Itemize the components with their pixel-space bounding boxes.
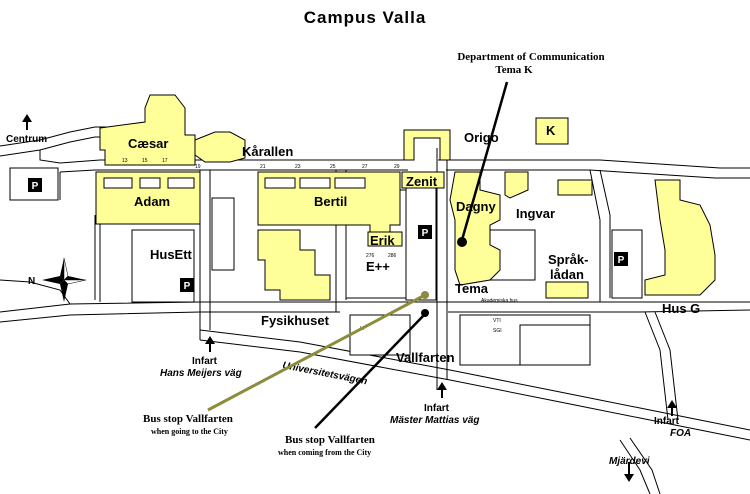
label-master-mattias: Mäster Mattias väg — [390, 415, 479, 426]
label-centrum: Centrum — [6, 134, 47, 145]
label-adam: Adam — [134, 194, 170, 209]
buildings — [95, 94, 716, 301]
label-erik: Erik — [370, 233, 395, 248]
label-fysikhuset: Fysikhuset — [261, 313, 330, 328]
parking-label-4: P — [618, 255, 625, 266]
num-15: 15 — [142, 158, 148, 164]
label-zenit: Zenit — [406, 174, 438, 189]
parking-markers: P P P P — [28, 178, 628, 292]
label-eplusplus: E++ — [366, 259, 390, 274]
label-ingvar: Ingvar — [516, 206, 555, 221]
num-23: 23 — [295, 164, 301, 170]
building-east-1 — [557, 179, 593, 196]
bus-to-city-pointer-line — [207, 293, 426, 412]
num-25: 25 — [330, 164, 336, 170]
label-caesar: Cæsar — [128, 136, 168, 151]
parking-label-1: P — [32, 181, 39, 192]
building-erik — [367, 231, 403, 247]
label-vti: VTI — [493, 318, 501, 324]
label-tema-k: Tema K — [495, 64, 533, 76]
map-title: Campus Valla — [304, 8, 427, 27]
label-akademiska: Akademiska hus — [481, 298, 518, 304]
building-k — [535, 117, 569, 145]
bus-stops: Bus stop Vallfarten when going to the Ci… — [143, 291, 429, 457]
label-hus-g: Hus G — [662, 301, 700, 316]
department-callout: Department of Communication Tema K — [457, 51, 605, 247]
label-vallfarten: Vallfarten — [396, 350, 455, 365]
bus-from-city-pointer-line — [314, 313, 426, 429]
label-north: N — [28, 276, 35, 287]
label-infart-hans: Infart — [192, 356, 218, 367]
num-21: 21 — [260, 164, 266, 170]
building-karallen — [194, 131, 246, 163]
label-sgi: SGI — [493, 328, 502, 334]
label-infart-foa: Infart — [654, 416, 680, 427]
label-karallen: Kårallen — [242, 144, 293, 159]
department-location-marker — [457, 237, 467, 247]
building-sprakladan — [545, 281, 589, 299]
building-dagny — [449, 171, 501, 286]
num-29: 29 — [394, 164, 400, 170]
num-19: 19 — [195, 164, 201, 170]
num-286: 286 — [388, 253, 397, 259]
label-department: Department of Communication — [457, 51, 604, 63]
building-ingvar — [504, 171, 529, 199]
building-zenit — [401, 171, 445, 189]
label-sprak-line1: Språk- — [548, 252, 588, 267]
num-13: 13 — [122, 158, 128, 164]
label-mjardevi: Mjärdevi — [609, 456, 650, 467]
label-bus-to-city-title: Bus stop Vallfarten — [143, 413, 233, 425]
directions: Centrum N Mjärdevi — [6, 114, 650, 482]
label-hans-meijers: Hans Meijers väg — [160, 368, 242, 379]
callout-pointer-line — [460, 81, 509, 241]
compass-rose-icon — [42, 257, 87, 302]
bus-to-city-marker — [421, 291, 429, 299]
building-caesar — [99, 94, 196, 166]
num-17: 17 — [162, 158, 168, 164]
num-27: 27 — [362, 164, 368, 170]
label-bus-from-city-sub: when coming from the City — [278, 448, 371, 457]
parking-label-3: P — [422, 228, 429, 239]
building-fysik — [257, 229, 331, 301]
label-husett: HusEtt — [150, 247, 193, 262]
label-bus-from-city-title: Bus stop Vallfarten — [285, 434, 375, 446]
label-bertil: Bertil — [314, 194, 347, 209]
label-k: K — [546, 123, 556, 138]
entrances: Infart Hans Meijers väg Infart Mäster Ma… — [160, 336, 691, 439]
label-dagny: Dagny — [456, 199, 497, 214]
building-hus-g — [644, 179, 716, 296]
bus-from-city-marker — [421, 309, 429, 317]
parking-label-2: P — [184, 281, 191, 292]
building-origo — [403, 129, 451, 161]
label-infart-master: Infart — [424, 403, 450, 414]
label-bus-to-city-sub: when going to the City — [151, 427, 228, 436]
label-sprak-line2: lådan — [550, 267, 584, 282]
label-tema: Tema — [455, 281, 489, 296]
num-276: 276 — [366, 253, 375, 259]
label-foa: FOA — [670, 428, 691, 439]
